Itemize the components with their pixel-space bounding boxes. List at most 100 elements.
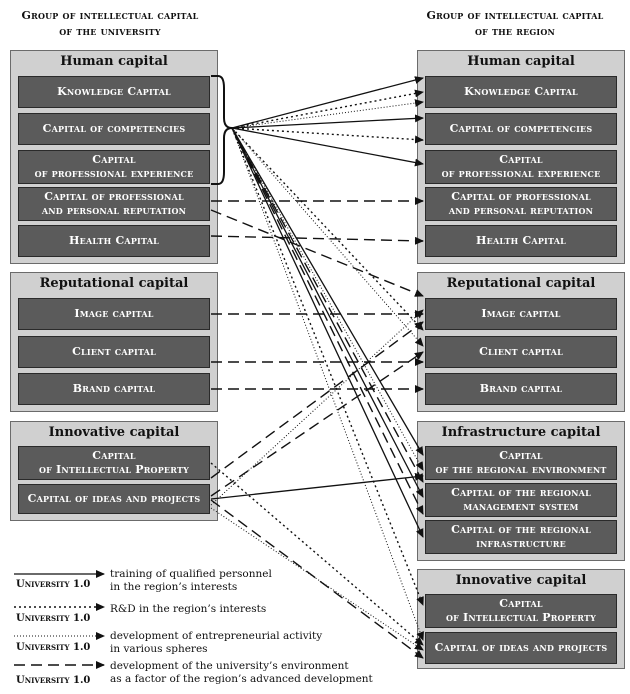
left-group-reputational-capital-title: Reputational capital [39, 276, 189, 291]
link-dashed-reputation-to-reputational [210, 209, 424, 297]
link-finedot-ideas-to-reputation [210, 309, 424, 506]
right-item-professional-experience: Capital of professional experience [425, 150, 617, 184]
right-item-capital-of-competencies-line1: Capital of competencies [449, 122, 593, 135]
legend-lines [14, 570, 105, 669]
left-item-intellectual-property-line2: of Intellectual Property [38, 463, 190, 476]
legend-label-4: University 1.0 [16, 675, 91, 686]
left-item-knowledge-capital-line1: Knowledge Capital [57, 85, 171, 98]
left-item-professional-experience-line1: Capital [92, 153, 136, 166]
right-item-regional-management-system: Capital of the regional management syste… [425, 483, 617, 517]
right-item-professional-reputation: Capital of professional and personal rep… [425, 187, 617, 221]
left-item-image-capital: Image capital [18, 298, 210, 330]
right-item-brand-capital: Brand capital [425, 373, 617, 405]
right-item-regional-environment-line2: of the regional environment [435, 463, 607, 476]
left-item-knowledge-capital: Knowledge Capital [18, 76, 210, 108]
right-item-ideas-and-projects: Capital of ideas and projects [425, 632, 617, 664]
legend-desc-4-line1: development of the university’s environm… [110, 660, 349, 672]
legend-desc-1: training of qualified personnel in the r… [110, 568, 272, 594]
right-item-professional-experience-line2: of professional experience [441, 167, 601, 180]
link-finedot-to-knowledge [231, 99, 424, 129]
right-item-regional-environment-line1: Capital [499, 449, 543, 462]
left-column-title-line1: Group of intellectual capital [21, 9, 199, 22]
right-item-ideas-and-projects-line1: Capital of ideas and projects [434, 641, 608, 654]
right-item-regional-infrastructure-line2: infrastructure [476, 537, 566, 550]
left-item-brand-capital: Brand capital [18, 373, 210, 405]
right-item-brand-capital-line1: Brand capital [479, 382, 563, 395]
right-column-title: Group of intellectual capital of the reg… [405, 8, 625, 40]
right-item-health-capital-line1: Health Capital [476, 234, 566, 247]
human-capital-bracket [211, 75, 233, 185]
left-item-client-capital: Client capital [18, 336, 210, 368]
left-item-professional-reputation-line1: Capital of professional [44, 190, 184, 203]
right-item-regional-management-system-line2: management system [463, 500, 579, 513]
link-finedot-to-client [231, 127, 424, 347]
link-dashed-health-to-health [210, 235, 424, 245]
right-item-client-capital: Client capital [425, 336, 617, 368]
left-item-ideas-and-projects-line1: Capital of ideas and projects [27, 492, 201, 505]
right-item-intellectual-property-line2: of Intellectual Property [445, 611, 597, 624]
link-dashed-hub-to-management [231, 127, 424, 515]
right-item-regional-management-system-line1: Capital of the regional [451, 486, 591, 499]
link-dashed-ideas-to-client [210, 351, 424, 497]
left-column-title: Group of intellectual capital of the uni… [10, 8, 210, 40]
links-training-personnel [231, 76, 424, 538]
left-item-ideas-and-projects: Capital of ideas and projects [18, 484, 210, 514]
right-group-innovative-capital-title: Innovative capital [455, 573, 587, 588]
left-item-capital-of-competencies: Capital of competencies [18, 113, 210, 145]
legend-desc-3: development of entrepreneurial activity … [110, 630, 322, 656]
left-item-professional-reputation-line2: and personal reputation [41, 204, 187, 217]
left-group-innovative-capital-title: Innovative capital [48, 425, 180, 440]
right-item-professional-experience-line1: Capital [499, 153, 543, 166]
link-solid-to-regional-environment [231, 127, 424, 456]
legend-desc-2-line1: R&D in the region’s interests [110, 603, 267, 615]
right-group-infrastructure-capital-title: Infrastructure capital [441, 425, 601, 440]
left-item-intellectual-property-line1: Capital [92, 449, 136, 462]
right-item-image-capital-line1: Image capital [481, 307, 561, 320]
legend-desc-3-line1: development of entrepreneurial activity [110, 630, 323, 642]
legend-desc-4: development of the university’s environm… [110, 660, 373, 686]
link-solid-to-regional-infrastructure [231, 127, 424, 538]
legend-desc-4-line2: as a factor of the region’s advanced dev… [110, 673, 373, 685]
left-item-professional-experience-line2: of professional experience [34, 167, 194, 180]
left-item-health-capital-line1: Health Capital [69, 234, 159, 247]
link-finedot-to-environment [231, 127, 424, 471]
link-dashed-ip-to-image [210, 321, 424, 479]
right-item-client-capital-line1: Client capital [479, 345, 563, 358]
right-column-title-line2: of the region [474, 25, 556, 38]
left-group-human-capital-title: Human capital [60, 54, 168, 69]
link-dashed-hub-to-environment [231, 127, 424, 483]
right-item-knowledge-capital-line1: Knowledge Capital [464, 85, 578, 98]
legend-desc-1-line1: training of qualified personnel [110, 568, 272, 580]
right-item-professional-reputation-line1: Capital of professional [451, 190, 591, 203]
link-solid-to-experience [231, 127, 424, 167]
link-dotted-to-image [231, 127, 424, 331]
legend-label-3: University 1.0 [16, 642, 91, 653]
right-item-professional-reputation-line2: and personal reputation [448, 204, 594, 217]
right-group-human-capital-title: Human capital [467, 54, 575, 69]
left-column-title-line2: of the university [59, 25, 161, 38]
right-item-health-capital: Health Capital [425, 225, 617, 257]
link-solid-ideas-to-management [210, 472, 424, 500]
right-item-intellectual-property-line1: Capital [499, 597, 543, 610]
link-dashed-ideas-to-ideas [210, 499, 424, 659]
legend-label-1: University 1.0 [16, 579, 91, 590]
left-item-client-capital-line1: Client capital [72, 345, 156, 358]
right-item-regional-environment: Capital of the regional environment [425, 446, 617, 480]
right-item-intellectual-property: Capital of Intellectual Property [425, 594, 617, 628]
left-item-capital-of-competencies-line1: Capital of competencies [42, 122, 186, 135]
legend-desc-2: R&D in the region’s interests [110, 603, 266, 616]
legend-desc-3-line2: in various spheres [110, 643, 208, 655]
right-item-regional-infrastructure: Capital of the regional infrastructure [425, 520, 617, 554]
legend-label-2: University 1.0 [16, 613, 91, 624]
right-item-regional-infrastructure-line1: Capital of the regional [451, 523, 591, 536]
link-finedot-to-ideas [231, 127, 424, 641]
link-dotted-to-competencies [231, 127, 424, 144]
links-environment-development [210, 127, 424, 659]
left-item-professional-experience: Capital of professional experience [18, 150, 210, 184]
link-solid-to-regional-management [231, 127, 424, 498]
link-solid-to-knowledge [231, 76, 424, 129]
left-item-health-capital: Health Capital [18, 225, 210, 257]
link-dotted-to-ip [231, 127, 424, 606]
